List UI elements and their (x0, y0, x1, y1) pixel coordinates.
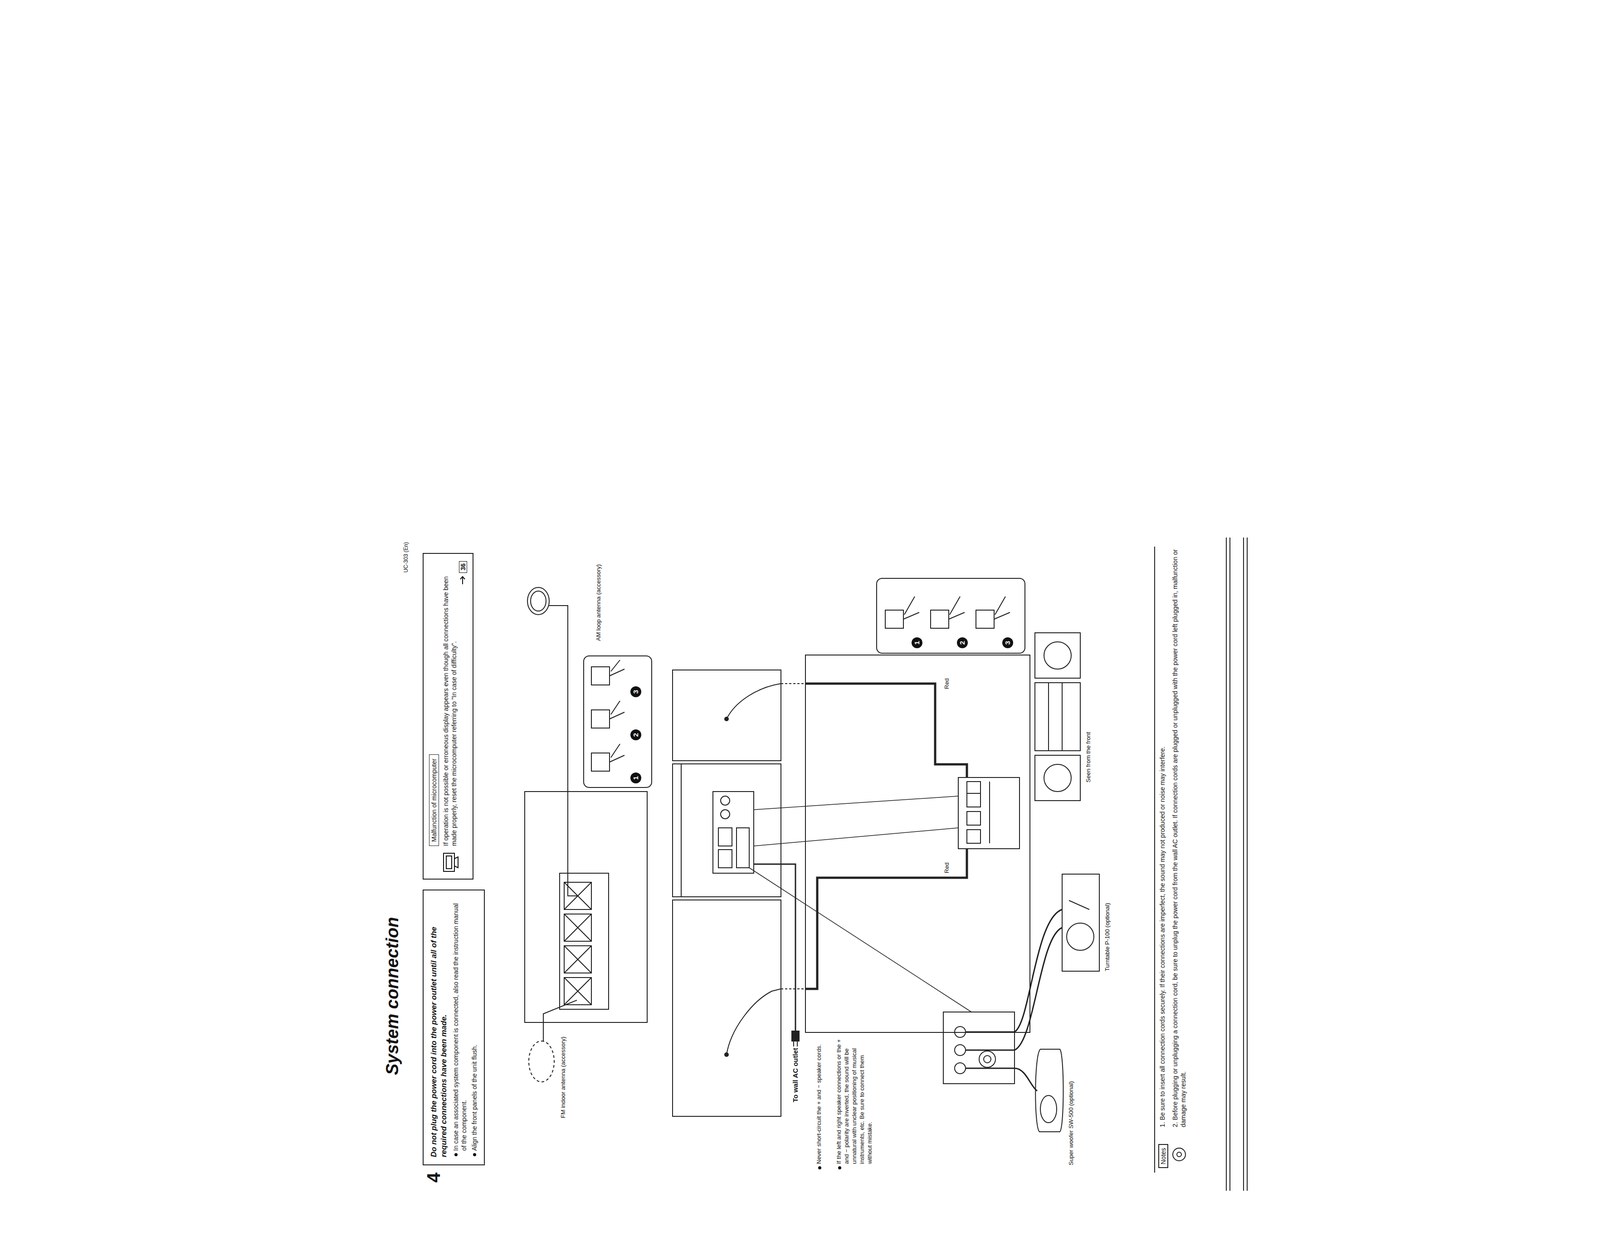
footnote: 1. Be sure to insert all connection cord… (1158, 541, 1167, 1127)
step-number: 3 (630, 686, 642, 698)
bullet-dot (473, 1152, 477, 1157)
page-number: 36 (458, 560, 468, 573)
step-number: 1 (911, 637, 923, 649)
part-label: Turntable P-100 (optional) (1103, 862, 1112, 971)
manual-page: System connection Do not plug the power c… (381, 528, 1253, 1191)
model-code: UC-303 (En) (402, 541, 410, 601)
warning-heading: Do not plug the power cord into the powe… (429, 897, 449, 1157)
page-ref: 36 (458, 560, 468, 846)
ref-arrow (459, 574, 466, 585)
wire-color: Red (943, 862, 952, 874)
info-box: Malfunction of microcomputerIf operation… (422, 552, 474, 880)
bullet-note: In case an associated system component i… (451, 897, 469, 1157)
bullet-dot (838, 1165, 842, 1170)
footnote: 2. Before plugging or unplugging a conne… (1170, 541, 1188, 1127)
step-number: 3 (1002, 637, 1014, 649)
wire-color: Red (943, 678, 952, 689)
cord-label: To wall AC outlet (790, 1047, 800, 1141)
box-text: Notes (1159, 1147, 1167, 1165)
bullet-note: Align the front panels of the unit flush… (470, 897, 479, 1157)
part-label: Super woofer SW-500 (optional) (1067, 1069, 1076, 1166)
box-text: Malfunction of microcomputer (430, 758, 438, 842)
warning-box: Do not plug the power cord into the powe… (422, 889, 485, 1166)
part-label: AM loop antenna (accessory) (595, 550, 603, 641)
info-body: If operation is not possible or erroneou… (441, 560, 459, 846)
caution-note: Never short-circuit the + and − speaker … (815, 1037, 824, 1171)
step-number: 2 (630, 729, 642, 741)
info-heading-box: Malfunction of microcomputer (429, 754, 440, 846)
bullet-dot (454, 1152, 458, 1157)
step-number: 2 (956, 637, 968, 649)
page-title: System connection (382, 917, 403, 1075)
part-label: FM indoor antenna (accessory) (559, 1031, 568, 1118)
caution-note: If the left and right speaker connection… (835, 1037, 874, 1171)
step-number: 1 (630, 772, 642, 784)
view-label: Seen from the front (1084, 678, 1093, 783)
bullet-dot (818, 1165, 822, 1170)
page-tab-number: 4 (421, 1166, 446, 1183)
computer-icon (441, 851, 460, 874)
notes-tag-box: Notes (1158, 1143, 1169, 1168)
